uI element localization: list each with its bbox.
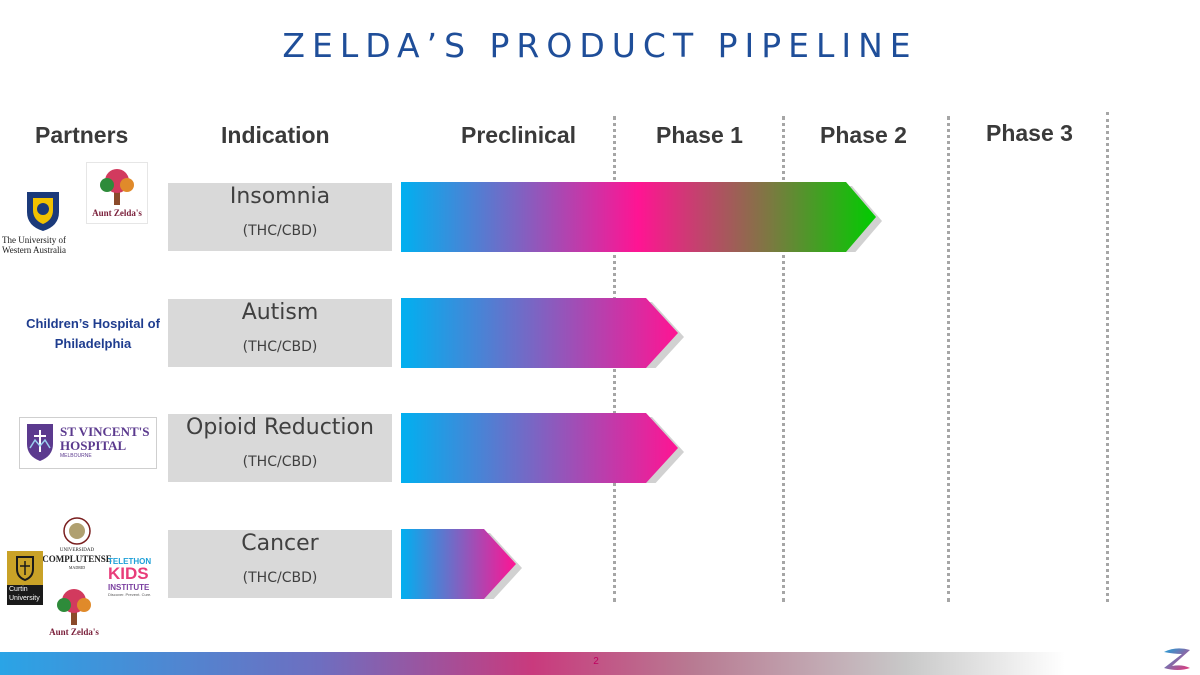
- telethon-name-line1: TELETHON: [108, 557, 152, 566]
- header-partners: Partners: [35, 122, 129, 148]
- indication-box-insomnia: Insomnia (THC/CBD): [168, 183, 392, 251]
- telethon-tagline: Discover. Prevent. Cure.: [108, 592, 152, 597]
- indication-box-cancer: Cancer (THC/CBD): [168, 530, 392, 598]
- complutense-name-line3: MADRID: [68, 565, 86, 570]
- indication-subtitle: (THC/CBD): [242, 570, 318, 586]
- indication-name: Autism: [241, 300, 319, 325]
- indication-name: Cancer: [241, 531, 319, 556]
- tree-icon: [57, 589, 91, 625]
- st-vincents-name-line3: MELBOURNE: [60, 453, 92, 459]
- complutense-name-line2: COMPLUTENSE: [42, 554, 112, 564]
- indication-subtitle: (THC/CBD): [242, 339, 318, 355]
- complutense-logo: UNIVERSIDAD COMPLUTENSE MADRID: [42, 516, 112, 572]
- uwa-name-line1: The University of: [2, 235, 66, 245]
- st-vincents-shield-icon: [27, 424, 53, 461]
- chop-partner-name: Children’s Hospital of Philadelphia: [26, 316, 160, 351]
- curtin-name-line1: Curtin: [9, 586, 28, 593]
- aunt-zeldas-name-2: Aunt Zelda's: [49, 627, 99, 637]
- curtin-logo: Curtin University: [7, 551, 43, 605]
- header-preclinical: Preclinical: [461, 122, 577, 148]
- telethon-kids-logo: TELETHON KIDS INSTITUTE Discover. Preven…: [108, 557, 160, 601]
- progress-arrow-autism: [401, 298, 684, 368]
- divider-phase2-phase3: [947, 116, 950, 602]
- curtin-name-line2: University: [9, 595, 40, 602]
- divider-phase3-end: [1106, 112, 1109, 602]
- header-phase3: Phase 3: [986, 120, 1073, 146]
- aunt-zeldas-logo: Aunt Zelda's: [86, 162, 148, 224]
- complutense-seal-icon: [63, 517, 91, 545]
- st-vincents-name-line2: HOSPITAL: [60, 438, 127, 453]
- header-phase2: Phase 2: [820, 122, 907, 148]
- complutense-name-line1: UNIVERSIDAD: [59, 548, 95, 553]
- indication-box-opioid: Opioid Reduction (THC/CBD): [168, 414, 392, 482]
- uwa-logo: The University of Western Australia: [0, 190, 86, 256]
- tree-icon: [100, 169, 134, 205]
- header-indication: Indication: [221, 122, 330, 148]
- progress-arrow-insomnia: [401, 182, 882, 252]
- page-number: 2: [593, 656, 599, 667]
- progress-arrow-opioid: [401, 413, 684, 483]
- indication-box-autism: Autism (THC/CBD): [168, 299, 392, 367]
- telethon-name-line2: KIDS: [108, 564, 149, 583]
- footer-gradient-bar: [0, 652, 1065, 675]
- zelda-brand-icon: [1164, 648, 1190, 670]
- telethon-name-line3: INSTITUTE: [108, 583, 150, 592]
- indication-name: Opioid Reduction: [186, 415, 374, 440]
- page-title: ZELDA’S PRODUCT PIPELINE: [282, 26, 918, 65]
- aunt-zeldas-logo-2: Aunt Zelda's: [44, 583, 104, 641]
- indication-name: Insomnia: [229, 184, 331, 209]
- uwa-name-line2: Western Australia: [2, 245, 67, 255]
- st-vincents-name-line1: ST VINCENT'S: [60, 424, 150, 439]
- st-vincents-logo: ST VINCENT'S HOSPITAL MELBOURNE: [19, 417, 157, 469]
- indication-subtitle: (THC/CBD): [242, 454, 318, 470]
- aunt-zeldas-name: Aunt Zelda's: [92, 208, 142, 218]
- divider-phase1-phase2: [782, 116, 785, 602]
- progress-arrow-cancer: [401, 529, 522, 599]
- header-phase1: Phase 1: [656, 122, 743, 148]
- curtin-crest-icon: [16, 556, 34, 582]
- uwa-crest-icon: [27, 192, 59, 231]
- indication-subtitle: (THC/CBD): [242, 223, 318, 239]
